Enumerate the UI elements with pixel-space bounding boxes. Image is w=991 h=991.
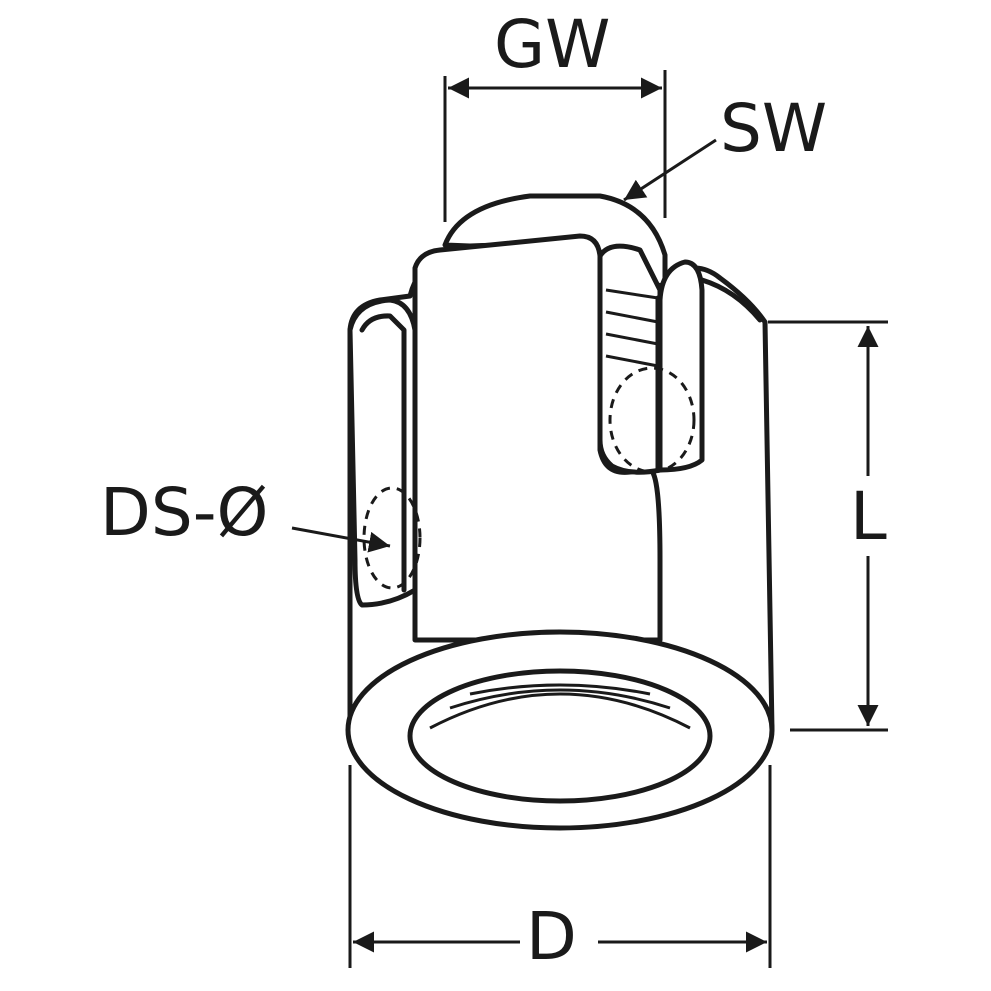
slot-thread-lines bbox=[605, 288, 659, 368]
gw-dimension bbox=[443, 70, 667, 222]
gw-label: GW bbox=[494, 6, 611, 83]
l-dimension bbox=[768, 320, 888, 732]
bore-thread-lines bbox=[429, 683, 691, 730]
cross-hole-left bbox=[362, 486, 422, 590]
left-tab bbox=[347, 297, 418, 608]
right-tab bbox=[657, 259, 705, 473]
l-label: L bbox=[850, 478, 887, 555]
ds-leader bbox=[291, 526, 391, 553]
cross-hole-right bbox=[608, 366, 696, 474]
sw-leader bbox=[623, 138, 717, 202]
right-tab-outer bbox=[699, 277, 763, 323]
left-slot-edge bbox=[359, 313, 407, 593]
ds-diameter-label: DS-Ø bbox=[100, 474, 269, 551]
bottom-inner-ring bbox=[407, 668, 713, 804]
d-dimension bbox=[348, 765, 772, 968]
d-label: D bbox=[526, 898, 577, 975]
sw-label: SW bbox=[720, 90, 828, 167]
